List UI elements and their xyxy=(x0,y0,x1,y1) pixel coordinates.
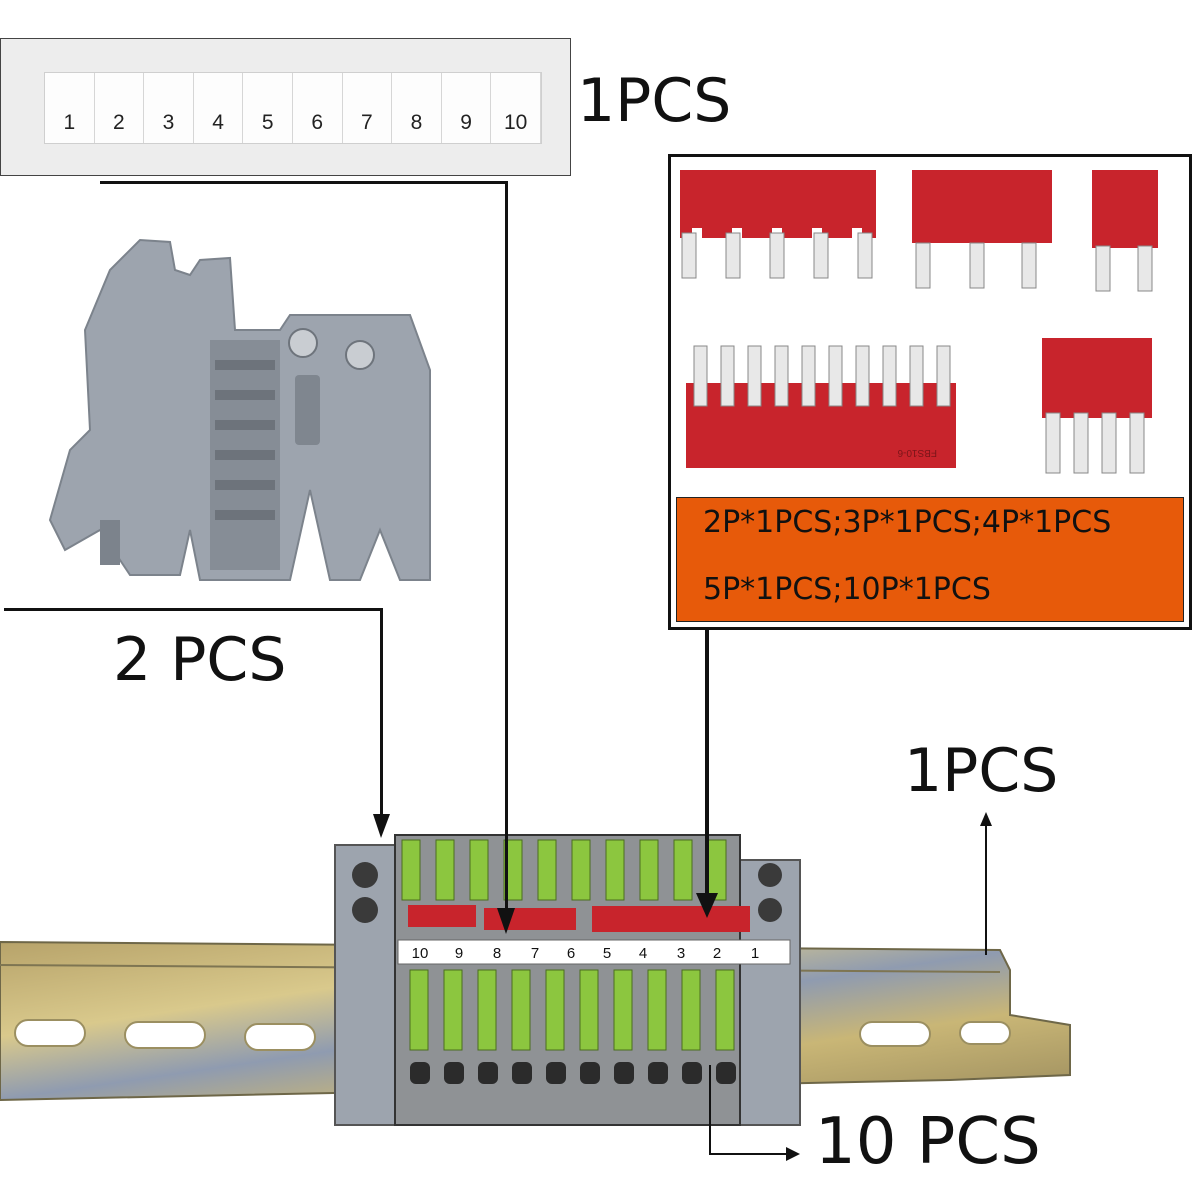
marker-cell: 9 xyxy=(442,73,492,143)
block-jumper-5p xyxy=(592,906,750,932)
block-marker: 5 xyxy=(603,945,611,962)
block-marker: 9 xyxy=(455,945,463,962)
marker-cell: 8 xyxy=(392,73,442,143)
connector-line xyxy=(709,1153,789,1155)
marker-cell: 6 xyxy=(293,73,343,143)
connector-line xyxy=(380,608,383,818)
block-marker: 6 xyxy=(567,945,575,962)
connector-line xyxy=(100,181,508,184)
marker-strip-qty: 1PCS xyxy=(577,66,732,136)
end-stopper-image xyxy=(48,238,431,581)
end-stopper-qty: 2 PCS xyxy=(113,625,287,695)
block-marker: 4 xyxy=(639,945,647,962)
marker-cell: 10 xyxy=(491,73,541,143)
jumper-qty-label-box xyxy=(676,497,1184,622)
jumper-qty-line-2: 5P*1PCS;10P*1PCS xyxy=(703,572,991,607)
block-marker: 3 xyxy=(677,945,685,962)
din-rail-assembly: 10 9 8 7 6 5 4 3 2 1 xyxy=(0,834,1071,1126)
marker-cell: 2 xyxy=(95,73,145,143)
marker-strip: 1 2 3 4 5 6 7 8 9 10 xyxy=(44,72,542,144)
block-marker: 7 xyxy=(531,945,539,962)
block-marker: 2 xyxy=(713,945,721,962)
block-marker: 8 xyxy=(493,945,501,962)
end-stopper-left xyxy=(334,844,396,1126)
jumper-combs-image: FBS10-6 xyxy=(680,170,1158,474)
block-marker: 10 xyxy=(412,945,429,962)
connector-line xyxy=(505,181,508,916)
marker-cell: 5 xyxy=(243,73,293,143)
block-jumper-2p xyxy=(408,905,476,927)
terminal-blocks-qty: 10 PCS xyxy=(815,1105,1041,1179)
connector-line xyxy=(705,630,709,900)
terminal-blocks: 10 9 8 7 6 5 4 3 2 1 xyxy=(394,834,791,1126)
jumper-qty-line-1: 2P*1PCS;3P*1PCS;4P*1PCS xyxy=(703,505,1112,540)
marker-cell: 4 xyxy=(194,73,244,143)
marker-cell: 3 xyxy=(144,73,194,143)
connector-line xyxy=(709,1065,711,1155)
block-marker: 1 xyxy=(751,945,759,962)
connector-line xyxy=(4,608,382,611)
marker-cell: 7 xyxy=(343,73,393,143)
connector-line xyxy=(985,825,987,955)
jumper-part-code: FBS10-6 xyxy=(897,447,937,458)
marker-cell: 1 xyxy=(45,73,95,143)
din-rail-qty: 1PCS xyxy=(904,736,1059,806)
